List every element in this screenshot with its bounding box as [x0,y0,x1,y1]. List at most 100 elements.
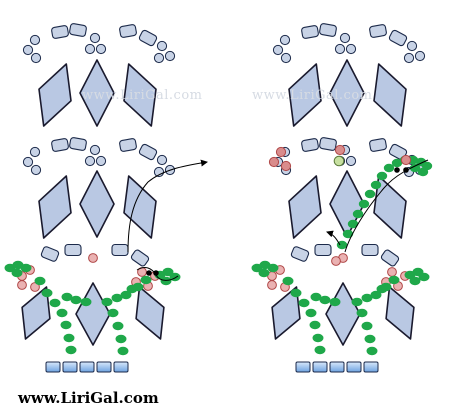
green-bead-icon [364,334,376,344]
seed-bead-icon [164,50,176,62]
green-bead-icon [409,163,421,173]
rectangle-bead-icon [369,138,387,152]
seed-bead-icon [95,43,107,55]
diamond-bead-icon [329,59,365,127]
green-bead-icon [65,345,77,355]
diamond-bead-icon [288,63,322,127]
green-bead-icon [117,346,129,356]
thread-knot-icon [153,270,159,276]
seed-bead-icon [334,43,346,55]
green-bead-icon [112,321,124,331]
green-bead-icon [111,293,123,303]
green-bead-icon [356,308,368,318]
green-bead-icon [409,276,421,286]
green-bead-icon [56,308,68,318]
pink-bead-icon [88,253,98,263]
rectangle-bead-icon [138,29,158,47]
rectangle-bead-icon [290,246,310,262]
seed-bead-icon [345,43,357,55]
rectangle-bead-icon [64,243,82,257]
seed-bead-icon [30,164,42,176]
diamond-bead-icon [385,286,415,340]
green-bead-icon [370,180,382,190]
diamond-bead-icon [373,63,407,127]
seed-bead-icon [272,44,284,56]
green-bead-icon [383,163,395,173]
seed-bead-icon [156,40,168,52]
rectangle-bead-icon [119,138,137,152]
watermark-left: www.LiriGal.com [82,88,203,103]
red-bead-icon [280,160,292,172]
rectangle-bead-icon [111,243,129,257]
seed-bead-icon [156,154,168,166]
seed-bead-icon [279,34,291,46]
seed-bead-icon [29,34,41,46]
seed-bead-icon [84,43,96,55]
green-bead-icon [352,209,364,219]
green-bead-icon [358,199,370,209]
cube-bead-icon [62,361,78,373]
green-bead-icon [80,297,92,307]
red-bead-icon [275,146,287,158]
seed-bead-icon [153,52,165,64]
green-bead-icon [361,321,373,331]
seed-bead-icon [280,52,292,64]
cube-bead-icon [79,361,95,373]
thread-paths [127,159,429,281]
site-url: www.LiriGal.com [18,389,159,407]
watermark-right: www.LiriGal.com [252,88,373,103]
green-bead-icon [298,298,310,308]
rectangle-bead-icon [319,23,337,37]
thread-knot-icon [394,167,400,173]
diamond-bead-icon [79,170,115,238]
green-bead-icon [310,292,322,302]
green-bead-icon [370,290,382,300]
rectangle-bead-icon [361,243,379,257]
seed-bead-icon [22,44,34,56]
seed-bead-icon [95,155,107,167]
green-bead-icon [351,297,363,307]
rectangle-bead-icon [130,249,150,267]
green-bead-icon [41,288,53,298]
green-bead-icon [107,308,119,318]
rectangle-bead-icon [369,24,387,38]
red-bead-icon [268,156,280,168]
green-bead-icon [160,276,172,286]
green-bead-icon [162,267,174,277]
green-bead-icon [336,240,348,250]
green-bead-icon [70,295,82,305]
diamond-bead-icon [325,282,361,346]
pink-bead-icon [387,267,397,277]
diamond-bead-icon [271,286,301,340]
red-bead-icon [334,144,346,156]
green-bead-icon [305,308,317,318]
thread-path-icon [344,159,429,253]
cube-bead-icon [329,361,345,373]
diamond-bead-icon [373,175,407,239]
green-bead-icon [391,158,403,168]
rectangle-bead-icon [51,138,69,152]
cube-bead-icon [45,361,61,373]
green-bead-icon [312,333,324,343]
pink-bead-icon [331,256,341,266]
seed-bead-icon [403,52,415,64]
seed-bead-icon [29,146,41,158]
rectangle-bead-icon [51,25,69,39]
seed-bead-icon [414,50,426,62]
diamond-bead-icon [135,286,165,340]
rectangle-bead-icon [380,249,400,267]
green-bead-icon [309,320,321,330]
pink-bead-icon [17,280,27,290]
green-bead-icon [347,219,359,229]
green-bead-icon [34,276,46,286]
right-diagram-panel [251,23,433,373]
green-bead-icon [361,293,373,303]
green-bead-icon [11,268,23,278]
diamond-bead-icon [123,63,157,127]
green-bead-icon [376,171,388,181]
green-bead-icon [329,297,341,307]
thread-path-icon [127,159,208,253]
rectangle-bead-icon [69,137,87,151]
rectangle-bead-icon [69,23,87,37]
cube-bead-icon [113,361,129,373]
